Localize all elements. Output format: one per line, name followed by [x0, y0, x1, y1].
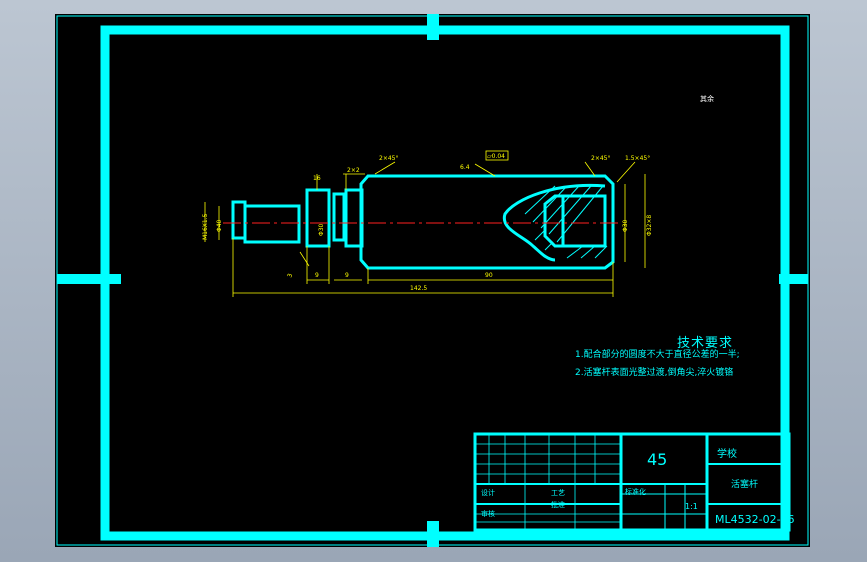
center-mark-right	[779, 274, 808, 284]
material-value: 45	[647, 450, 668, 469]
dim-neck: Φ40	[216, 219, 223, 232]
tech-requirement-1: 1.配合部分的圆度不大于直径公差的一半;	[575, 350, 740, 360]
title-block	[473, 432, 791, 532]
dim-right-dia: Φ32×8	[646, 215, 653, 236]
outer-border	[56, 15, 809, 546]
part-name: 活塞杆	[731, 480, 759, 490]
scale-value: 1:1	[685, 502, 698, 511]
row-process: 工艺	[551, 489, 565, 497]
dimension-lines	[204, 150, 646, 297]
tech-requirement-2: 2.活塞杆表面光整过渡,倒角尖,淬火镀铬	[575, 368, 734, 378]
dimension-texts: 142.5 90 9 9 16 2×2 2×45° 2×45° 1.5×45° …	[202, 94, 714, 292]
section-hatching	[524, 185, 608, 259]
tech-requirements-title: 技术要求	[677, 336, 734, 351]
dim-d: 16	[313, 175, 321, 182]
drawing-sheet: 142.5 90 9 9 16 2×2 2×45° 2×45° 1.5×45° …	[55, 14, 810, 547]
tolerance-frame: ⏥0.04	[487, 153, 505, 160]
center-mark-left	[57, 274, 121, 284]
drawing-number: ML4532-02-06	[715, 513, 795, 526]
dim-a: 9	[315, 272, 319, 279]
dim-e: 3	[286, 273, 294, 279]
dim-b: 9	[345, 272, 349, 279]
dim-c: 2×2	[347, 167, 360, 174]
roughness-label: 其余	[700, 94, 714, 103]
dim-body: 90	[485, 272, 493, 279]
drawing-frame	[100, 25, 790, 541]
dim-overall: 142.5	[410, 285, 427, 292]
row-review: 审核	[481, 510, 495, 518]
school-label: 学校	[717, 449, 737, 460]
dim-thread: M16X1.5	[202, 213, 209, 240]
row-approve: 批准	[551, 501, 565, 509]
dim-chamfer-small: 2×45°	[379, 155, 398, 162]
center-mark-top	[427, 14, 439, 40]
center-mark-bottom	[427, 521, 439, 547]
dim-chamfer-end: 1.5×45°	[625, 155, 650, 162]
row-design: 设计	[481, 489, 495, 497]
piston-rod-geometry	[231, 174, 615, 270]
row-standard: 标准化	[625, 488, 646, 496]
dim-chamfer-right: 2×45°	[591, 155, 610, 162]
cad-drawing: 142.5 90 9 9 16 2×2 2×45° 2×45° 1.5×45° …	[56, 14, 809, 547]
dim-body-dia: Φ30	[622, 219, 629, 232]
dim-groove: Φ30	[318, 223, 325, 236]
roughness-mark: 6.4	[460, 164, 470, 171]
